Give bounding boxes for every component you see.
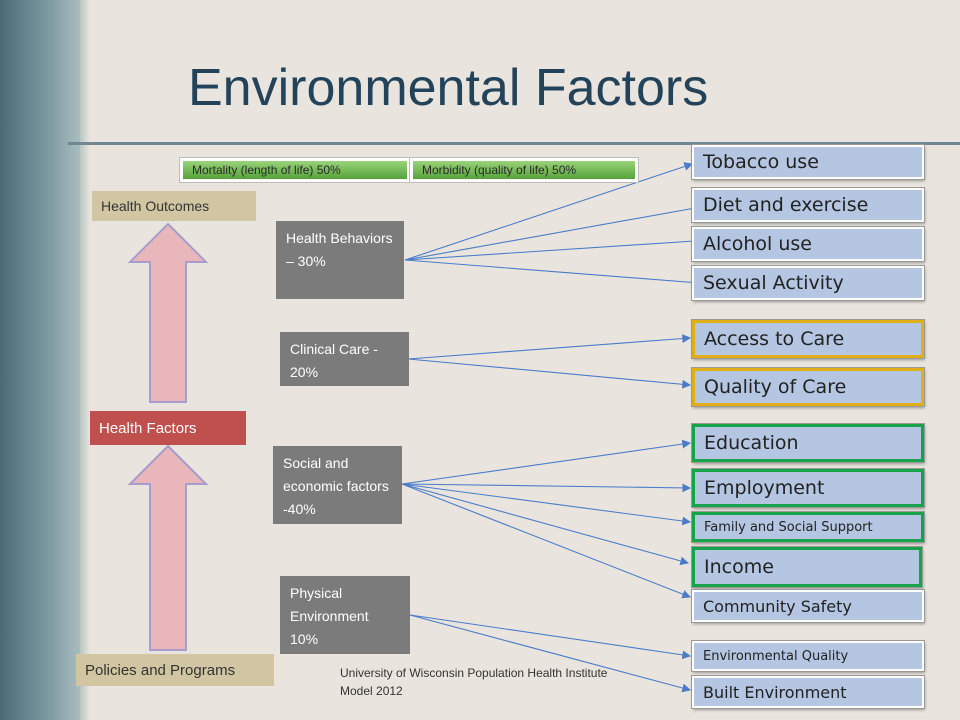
connector-behaviors-sexual: [404, 259, 714, 288]
social-economic-box: Social and economic factors -40%: [273, 446, 402, 524]
mortality-bar: Mortality (length of life) 50%: [180, 158, 410, 182]
factor-education: Education: [692, 424, 924, 462]
policies-programs-label: Policies and Programs: [76, 654, 274, 686]
factor-access-to-care: Access to Care: [692, 320, 924, 358]
factor-community-safety: Community Safety: [692, 590, 924, 622]
health-behaviors-box: Health Behaviors – 30%: [276, 221, 404, 299]
left-decor-fade: [80, 0, 90, 720]
factor-sexual-activity: Sexual Activity: [692, 266, 924, 300]
slide-title: Environmental Factors: [188, 59, 709, 117]
factor-family-social-support: Family and Social Support: [692, 512, 924, 542]
clinical-care-box: Clinical Care - 20%: [280, 332, 409, 386]
connector-clinical-access: [407, 334, 692, 360]
factor-employment: Employment: [692, 469, 924, 507]
physical-environment-box: Physical Environment 10%: [280, 576, 410, 654]
title-underline: [68, 142, 960, 145]
factor-alcohol: Alcohol use: [692, 227, 924, 261]
factor-diet: Diet and exercise: [692, 188, 924, 222]
factor-quality-of-care: Quality of Care: [692, 368, 924, 406]
connector-social-income: [401, 483, 690, 566]
factor-income: Income: [692, 547, 922, 587]
factor-tobacco: Tobacco use: [692, 145, 924, 179]
up-arrow-lower: [127, 444, 209, 651]
factor-environmental-quality: Environmental Quality: [692, 641, 924, 671]
left-decor-band: [0, 0, 80, 720]
morbidity-bar: Morbidity (quality of life) 50%: [410, 158, 638, 182]
connector-physical-envquality: [409, 614, 692, 660]
connector-behaviors-alcohol: [404, 236, 712, 261]
connector-clinical-quality: [407, 358, 692, 389]
connector-social-family: [401, 483, 692, 526]
health-outcomes-label: Health Outcomes: [92, 191, 256, 221]
up-arrow-upper: [127, 222, 209, 403]
factor-built-environment: Built Environment: [692, 676, 924, 708]
connector-behaviors-tobacco: [404, 162, 694, 261]
connector-physical-built: [409, 614, 692, 693]
connector-social-safety: [401, 483, 692, 599]
source-credit: University of Wisconsin Population Healt…: [340, 666, 608, 698]
health-factors-label: Health Factors: [90, 411, 246, 445]
connector-behaviors-diet: [404, 202, 714, 261]
connector-social-employment: [401, 483, 692, 493]
connector-social-education: [401, 439, 692, 485]
